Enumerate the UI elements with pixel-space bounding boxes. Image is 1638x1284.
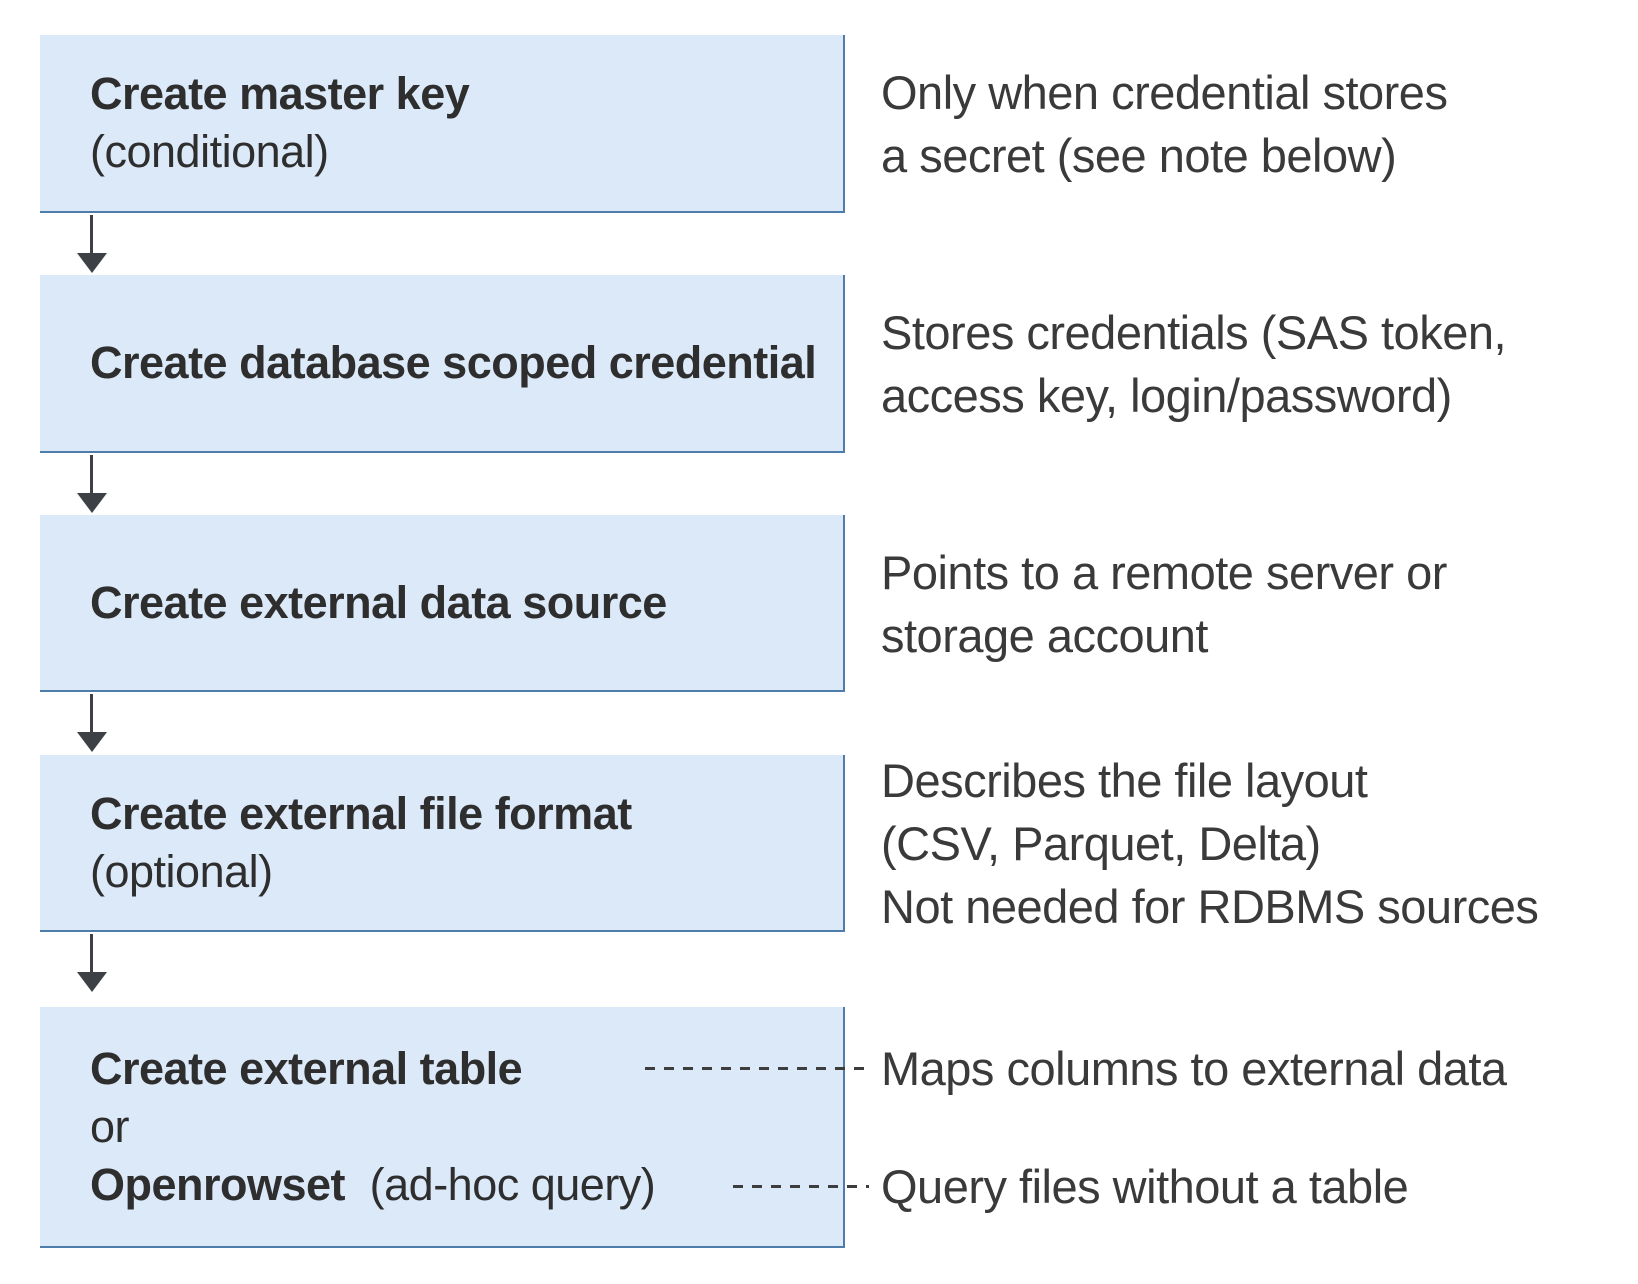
step-box-create-master-key: Create master key (conditional)	[40, 35, 845, 213]
description-line: access key, login/password)	[881, 369, 1452, 422]
step-box-create-external-file-format: Create external file format (optional)	[40, 755, 845, 932]
flow-arrow-2	[77, 455, 107, 513]
step-box-create-external-table-or-openrowset: Create external table or Openrowset (ad-…	[40, 1007, 845, 1248]
step-title-external-table: Create external table	[90, 1042, 523, 1094]
description-line: Stores credentials (SAS token,	[881, 306, 1507, 359]
description-master-key: Only when credential stores a secret (se…	[881, 35, 1448, 213]
arrow-head-icon	[77, 732, 107, 752]
dashed-connector-external-table	[645, 1067, 869, 1070]
flow-arrow-1	[77, 215, 107, 273]
step-title-data-source: Create external data source	[90, 576, 667, 628]
dashed-connector-openrowset	[733, 1185, 869, 1188]
arrow-shaft	[90, 215, 93, 255]
step-note-adhoc-query: (ad-hoc query)	[369, 1158, 656, 1210]
arrow-shaft	[90, 455, 93, 495]
description-line: Query files without a table	[881, 1159, 1409, 1213]
description-data-source: Points to a remote server or storage acc…	[881, 515, 1447, 692]
description-line: Points to a remote server or	[881, 545, 1447, 599]
description-scoped-credential: Stores credentials (SAS token, access ke…	[881, 275, 1507, 453]
description-file-format: Describes the file layout (CSV, Parquet,…	[881, 754, 1539, 933]
step-title-openrowset-line: Openrowset (ad-hoc query)	[90, 1156, 823, 1214]
description-line: (CSV, Parquet, Delta)	[881, 817, 1321, 870]
step-title-scoped-credential: Create database scoped credential	[90, 337, 817, 388]
step-title-openrowset: Openrowset	[90, 1158, 346, 1210]
step-note-conditional: (conditional)	[90, 126, 329, 177]
step-note-optional: (optional)	[90, 845, 273, 897]
arrow-head-icon	[77, 493, 107, 513]
arrow-head-icon	[77, 253, 107, 273]
description-line: Only when credential stores	[881, 66, 1448, 119]
step-title-master-key: Create master key	[90, 68, 470, 119]
description-line: Not needed for RDBMS sources	[881, 880, 1539, 933]
description-line: Describes the file layout	[881, 754, 1368, 807]
description-line: storage account	[881, 608, 1208, 662]
step-box-create-external-data-source: Create external data source	[40, 515, 845, 692]
flow-arrow-4	[77, 934, 107, 992]
flow-arrow-3	[77, 694, 107, 752]
description-query-files: Query files without a table	[881, 1154, 1409, 1218]
step-title-file-format: Create external file format	[90, 787, 632, 839]
arrow-shaft	[90, 934, 93, 974]
description-maps-columns: Maps columns to external data	[881, 1036, 1507, 1100]
arrow-shaft	[90, 694, 93, 734]
step-box-create-database-scoped-credential: Create database scoped credential	[40, 275, 845, 453]
description-line: a secret (see note below)	[881, 129, 1397, 182]
arrow-head-icon	[77, 972, 107, 992]
description-line: Maps columns to external data	[881, 1041, 1507, 1095]
step-or-label: or	[90, 1100, 130, 1152]
